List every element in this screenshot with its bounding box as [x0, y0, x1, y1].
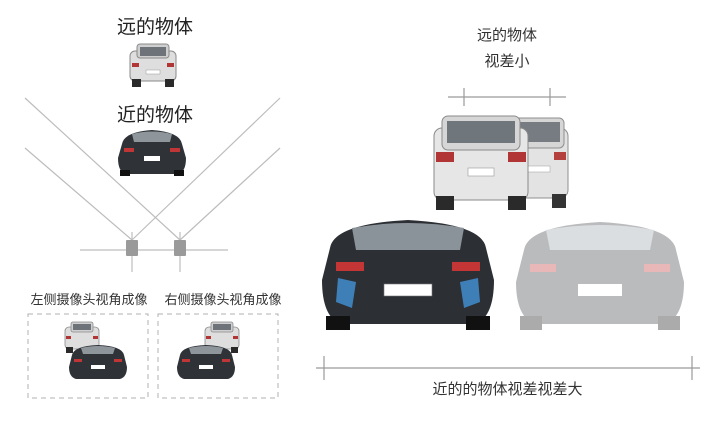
left-camera-caption: 左侧摄像头视角成像: [30, 293, 148, 308]
left-camera-image-frame: [27, 313, 149, 399]
far-object-label: 远的物体: [116, 16, 193, 38]
right-camera-image-frame: [157, 313, 279, 399]
sports-car-icon: [69, 345, 127, 379]
far-object-caption-line1: 远的物体: [476, 26, 537, 44]
small-parallax-caption: 视差小: [484, 52, 530, 70]
sports-car-icon: [177, 345, 235, 379]
sports-car-icon: [118, 130, 186, 176]
camera-icon: [126, 240, 138, 256]
small-parallax-bracket: [448, 88, 566, 106]
large-parallax-bracket: [316, 356, 700, 380]
suv-icon: [433, 115, 529, 210]
camera-icon: [174, 240, 186, 256]
near-object-label: 近的物体: [116, 104, 193, 126]
sight-lines: [24, 97, 281, 272]
sports-car-icon: [322, 220, 494, 330]
sports-car-icon: [516, 222, 684, 330]
suv-icon: [129, 43, 177, 87]
right-camera-caption: 右侧摄像头视角成像: [164, 293, 282, 308]
large-parallax-caption: 近的的物体视差视差大: [432, 380, 583, 398]
